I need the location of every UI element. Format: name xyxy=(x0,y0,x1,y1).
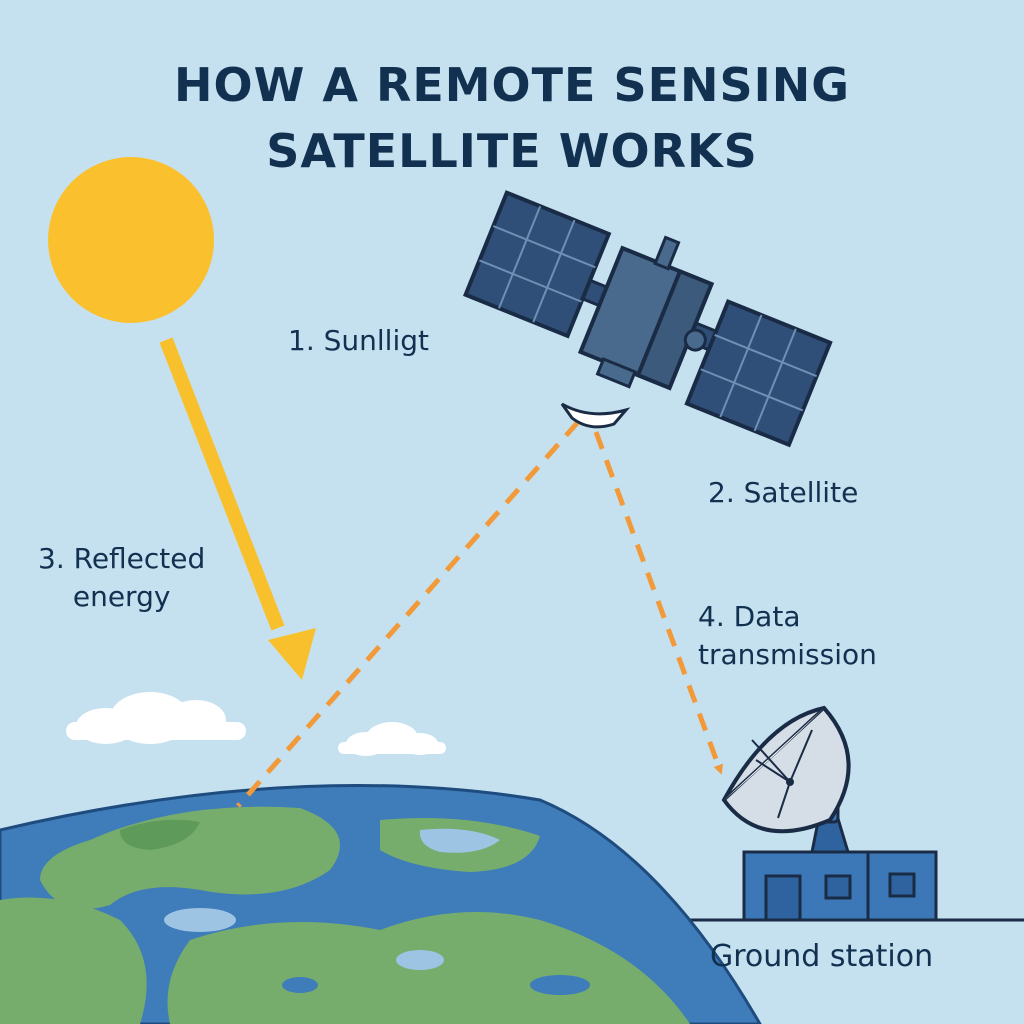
label-reflected-line-1: 3. Reflected xyxy=(38,542,206,575)
ground-station-building-icon xyxy=(742,850,938,922)
earth-icon xyxy=(0,783,762,1024)
page-title: HOW A REMOTE SENSING SATELLITE WORKS xyxy=(0,52,1024,184)
label-reflected-line-2: energy xyxy=(72,580,171,613)
satellite-icon xyxy=(462,190,833,448)
sunlight-arrow xyxy=(159,337,316,680)
cloud-icon xyxy=(66,692,246,744)
satellite-sensor-icon xyxy=(560,402,631,429)
label-reflected-energy: 3. Reflected energy xyxy=(38,540,205,616)
label-ground-station: Ground station xyxy=(710,939,934,974)
data-transmission-path xyxy=(593,431,723,775)
title-line-2: SATELLITE WORKS xyxy=(266,124,758,178)
dish-antenna-icon xyxy=(721,705,851,854)
cloud-icon xyxy=(338,722,446,756)
label-data-line-2: transmission xyxy=(698,638,877,671)
title-line-1: HOW A REMOTE SENSING xyxy=(173,58,851,112)
label-satellite: 2. Satellite xyxy=(708,476,859,509)
label-data-line-1: 4. Data xyxy=(698,600,801,633)
label-sunlight: 1. Sunlligt xyxy=(288,324,429,357)
label-data-transmission: 4. Data transmission xyxy=(698,598,877,674)
sun-icon xyxy=(48,157,214,323)
reflected-energy-path xyxy=(236,420,580,808)
